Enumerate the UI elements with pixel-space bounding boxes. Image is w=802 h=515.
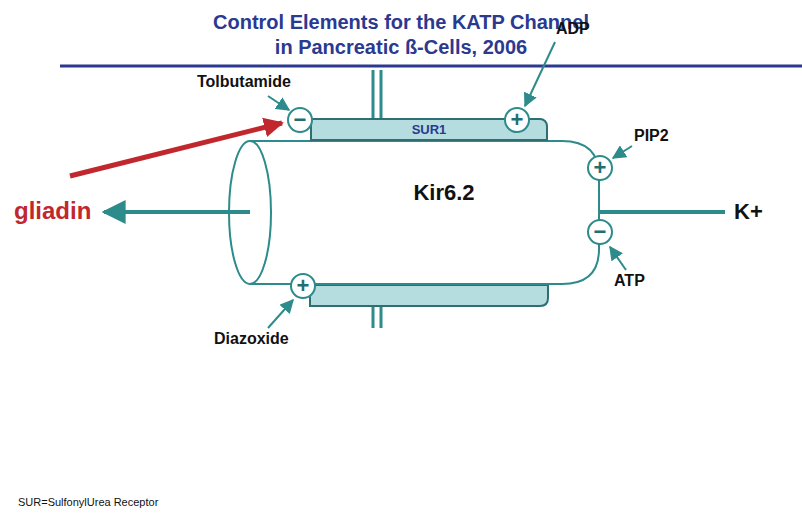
activate-circle: + <box>504 107 530 133</box>
footnote: SUR=SulfonylUrea Receptor <box>18 496 158 508</box>
sign-symbol: − <box>294 109 307 131</box>
inhibit-circle: − <box>287 107 313 133</box>
drug-label: Diazoxide <box>214 330 289 348</box>
leader-arrow <box>525 42 555 106</box>
inhibit-circle: − <box>587 219 613 245</box>
activate-circle: + <box>587 155 613 181</box>
membrane-line <box>372 70 375 118</box>
membrane-line <box>380 70 383 118</box>
diagram-title: Control Elements for the KATP Channel in… <box>205 10 597 60</box>
sign-symbol: + <box>297 275 310 297</box>
drug-label: Tolbutamide <box>197 73 291 91</box>
membrane-line <box>380 306 383 328</box>
ion-label: K+ <box>734 199 763 225</box>
band-label: SUR1 <box>412 122 447 137</box>
channel-label: Kir6.2 <box>413 180 474 206</box>
leader-arrow <box>610 247 626 270</box>
channel-outline <box>228 140 600 285</box>
membrane-line <box>372 306 375 328</box>
sign-symbol: + <box>511 109 524 131</box>
sign-symbol: + <box>594 157 607 179</box>
leader-arrow <box>613 146 632 158</box>
ligand-label: ADP <box>556 20 590 38</box>
activate-circle: + <box>290 273 316 299</box>
leader-arrow <box>268 300 293 328</box>
sign-symbol: − <box>594 221 607 243</box>
kir-channel: Kir6.2 <box>228 140 600 285</box>
ligand-label: ATP <box>614 272 645 290</box>
leader-arrow <box>268 96 289 110</box>
ligand-label: PIP2 <box>634 127 669 145</box>
title-rule <box>60 65 802 68</box>
sur-band <box>310 285 548 306</box>
gliadin-label: gliadin <box>14 197 91 225</box>
